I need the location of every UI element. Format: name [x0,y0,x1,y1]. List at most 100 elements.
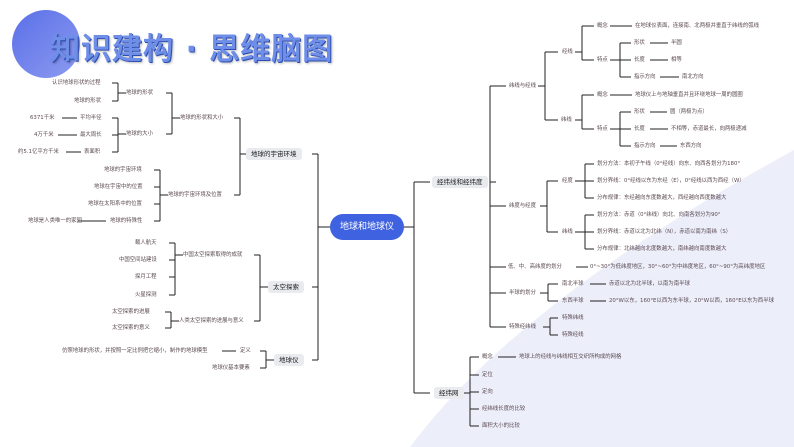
node-human-space[interactable]: 人类太空探索的进展与意义 [179,318,244,324]
node-degrees[interactable]: 纬度与经度 [509,203,536,209]
leaf: 地球上的经线与纬线相互交织所构成的网格 [519,354,622,360]
connector-root-left [312,153,330,361]
leaf: 长度 [634,126,645,132]
leaf: 相等 [671,57,682,63]
connector-special [543,317,558,336]
node-globe-elements[interactable]: 地球仪基本要素 [212,365,250,371]
leaf: 6371千米 [30,115,55,121]
leaf: 形状 [634,109,645,115]
branch-globe[interactable]: 地球仪 [274,354,304,366]
connector-degrees [540,180,558,233]
leaf: 东西方向 [680,143,702,149]
leaf: 经纬线长度的比较 [482,406,526,412]
leaf: 分布规律：北纬越向北度数越大，南纬越向南度数越大 [597,246,727,252]
node-shape-size[interactable]: 地球的形状和大小 [180,115,224,121]
leaf: 长度 [634,57,645,63]
connector-latlon [489,85,506,328]
leaf: 地球的形状 [74,98,101,104]
leaf: 火星探测 [135,292,157,298]
leaf: 东西半球 [562,298,584,304]
leaf: 划分方法：本初子午线（0°经线）向东、向西各划分为180° [597,161,741,167]
branch-latlon[interactable]: 经纬线和经纬度 [432,176,488,188]
leaf: 定向 [482,389,493,395]
leaf: 4万千米 [34,132,54,138]
leaf: 特殊经线 [562,332,584,338]
leaf: 地球在太阳系中的位置 [88,201,142,207]
leaf: 赤道以北为北半球，以南为南半球 [609,281,690,287]
node-definition[interactable]: 定义 [240,348,251,354]
connector-meridian [575,25,594,61]
leaf: 南北方向 [682,74,704,80]
leaf: 划分方法：赤道（0°纬线）向北、向南各划分为90° [597,212,721,218]
connector-latitude [575,214,594,250]
connector-grid [460,356,479,427]
node-earth-size[interactable]: 地球的大小 [126,131,153,137]
branch-grid[interactable]: 经纬网 [434,387,464,399]
leaf: 南北半球 [562,281,584,287]
leaf: 形状 [634,40,645,46]
node-lines[interactable]: 纬线与经线 [509,83,536,89]
leaf: 概念 [597,23,608,29]
leaf: 指示方向 [634,74,656,80]
connector-longitude [575,163,594,199]
node-special[interactable]: 特殊经纬线 [509,324,536,330]
leaf: 载人航天 [135,240,157,246]
leaf: 特点 [597,57,608,63]
node-meridian[interactable]: 经线 [562,49,573,55]
leaf: 分布规律：东经越向东度数越大，西经越向西度数越大 [597,195,727,201]
connector-shape [112,82,126,102]
node-zones[interactable]: 低、中、高纬度的划分 [508,264,562,270]
page-title: 知识建构 · 思维脑图 [50,32,334,67]
leaf: 概念 [482,354,493,360]
connector-lines [538,51,558,121]
leaf: 地球在宇宙中的位置 [94,184,143,190]
leaf: 在地球仪表面，连接南、北两极并垂直于纬线的弧线 [635,23,759,29]
root-node[interactable]: 地球和地球仪 [330,214,405,240]
leaf: 指示方向 [634,143,656,149]
connector-universe [234,117,246,196]
connector-env [154,169,168,222]
leaf: 认识地球形状的过程 [52,80,101,86]
leaf: 中国空间站建设 [119,257,157,263]
leaf: 20°W以东，160°E以西为东半球，20°W以西，160°E以东为西半球 [609,298,774,304]
connector-parallel-features [610,111,631,147]
connector-globe [260,350,274,369]
leaf: 探月工程 [135,274,157,280]
node-env-position[interactable]: 地球的宇宙环境及位置 [168,192,222,198]
node-longitude[interactable]: 经度 [562,178,573,184]
leaf: 地球仪上与地轴垂直并且环绕地球一周的圆圈 [635,92,743,98]
leaf: 最大周长 [80,132,102,138]
node-parallel[interactable]: 纬线 [561,117,572,123]
node-hemispheres[interactable]: 半球的划分 [509,290,536,296]
connector-space [254,254,268,322]
connector-parallel [575,94,594,130]
connector-size [112,117,126,153]
leaf: 地球的特殊性 [110,218,143,224]
leaf: 地球的宇宙环境 [104,167,142,173]
branch-space[interactable]: 太空探索 [268,281,304,293]
connector-human [165,311,179,329]
branch-universe[interactable]: 地球的宇宙环境 [246,148,302,160]
connector-shape-size [166,92,180,135]
leaf: 不相等，赤道最长，向两极递减 [671,126,747,132]
leaf: 特点 [597,126,608,132]
connector-hemispheres [540,283,558,302]
leaf: 仿照地球的形状，并按照一定比例把它缩小，制作的地球模型 [62,348,208,354]
leaf: 地球是人类唯一的家园 [28,218,82,224]
node-latitude[interactable]: 纬线 [562,229,573,235]
leaf: 划分界线：0°经线以东为东经（E），0°经线以西为西经（W） [597,178,745,184]
leaf: 划分界线：赤道以北为北纬（N），赤道以南为南纬（S） [597,229,732,235]
leaf: 半圆 [671,40,682,46]
leaf: 定位 [482,372,493,378]
leaf: 太空探索的进展 [112,309,150,315]
node-china-space[interactable]: 中国太空探索取得的成就 [183,252,243,258]
connector-china [169,242,183,296]
node-earth-shape[interactable]: 地球的形状 [126,90,153,96]
title-decoration-circle [12,10,80,78]
connector-meridian-features [610,42,631,78]
connector-root-right [404,181,430,394]
leaf: 太空探索的意义 [112,325,150,331]
leaf: 平均半径 [80,115,102,121]
